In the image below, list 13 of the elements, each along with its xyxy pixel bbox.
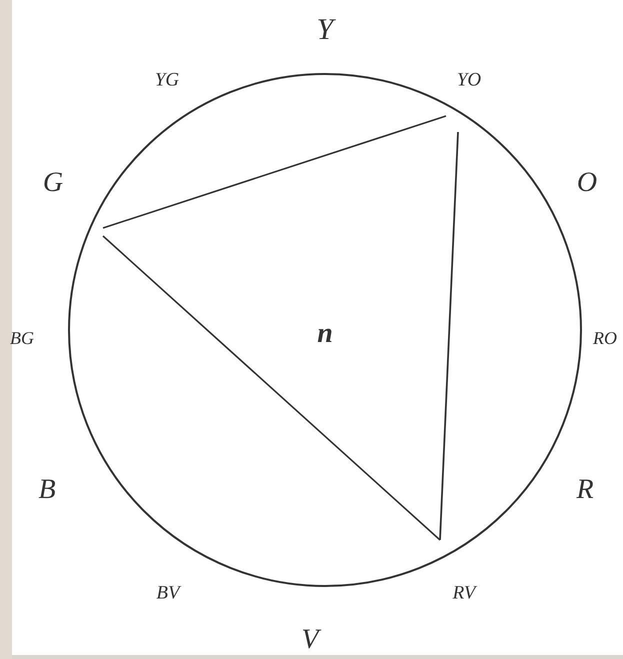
color-label: RV [452, 584, 476, 602]
color-label: O [576, 169, 598, 197]
color-label: BG [10, 329, 34, 347]
color-label: V [301, 626, 319, 654]
color-label: Y [316, 15, 334, 45]
color-label: YG [154, 70, 180, 90]
color-label: B [38, 476, 56, 504]
color-label: RO [593, 329, 617, 347]
color-label: BV [156, 584, 180, 602]
center-letter: n [317, 320, 333, 348]
color-label: YO [456, 70, 482, 90]
color-label: R [576, 476, 594, 504]
color-label: G [42, 169, 64, 197]
